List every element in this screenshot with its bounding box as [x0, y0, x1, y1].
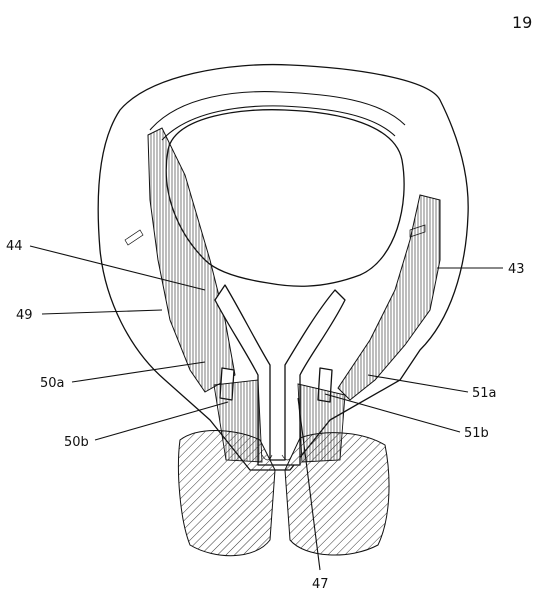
lower-left-hatched-block	[178, 431, 275, 556]
label-47: 47	[312, 577, 329, 592]
label-50b: 50b	[64, 435, 89, 450]
label-43: 43	[508, 262, 525, 277]
label-49: 49	[16, 308, 33, 323]
label-51a: 51a	[472, 386, 497, 401]
page-number: 19	[512, 13, 532, 32]
label-44: 44	[6, 239, 23, 254]
label-51b: 51b	[464, 426, 489, 441]
leader-51b	[325, 394, 460, 432]
lower-right-hatched-block	[285, 433, 389, 555]
label-50a: 50a	[40, 376, 65, 391]
